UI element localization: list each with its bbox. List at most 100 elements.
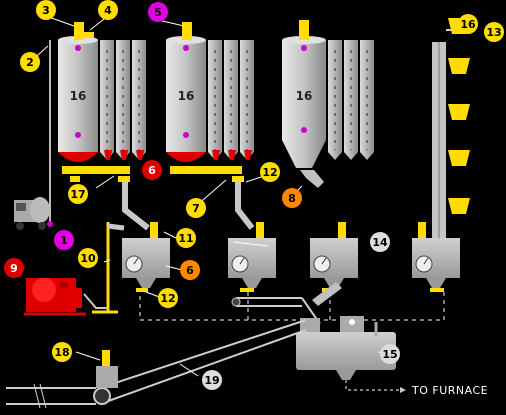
vibrating-feeder <box>312 282 342 306</box>
inclined-belt-conveyor <box>93 319 307 405</box>
callout-number: 10 <box>80 252 96 265</box>
to-furnace-label: TO FURNACE <box>411 384 488 397</box>
silo-3-body <box>282 40 326 168</box>
callout-circle <box>142 160 162 180</box>
callout-number: 19 <box>204 374 219 387</box>
callout-6: 6 <box>180 260 200 280</box>
callout-number: 17 <box>70 188 85 201</box>
compressor-unit <box>24 278 86 316</box>
callout-circle <box>484 22 504 42</box>
callout-16: 16 <box>458 14 478 34</box>
silo-1-level-indicator-top <box>75 45 81 51</box>
callout-circle <box>20 52 40 72</box>
callout-number: 13 <box>486 26 501 39</box>
callout-2: 2 <box>20 52 40 72</box>
callout-number: 6 <box>186 264 194 277</box>
callout-circle <box>176 228 196 248</box>
callout-9: 9 <box>4 258 24 278</box>
callout-number: 2 <box>26 56 34 69</box>
callout-number: 9 <box>10 262 18 275</box>
weigh-hopper-3 <box>310 222 358 292</box>
callout-11: 11 <box>176 228 196 248</box>
callout-13: 13 <box>484 22 504 42</box>
screw-conveyor-2 <box>170 166 255 230</box>
feed-belt-lower <box>6 383 96 409</box>
silo-1-label: 16 <box>70 89 87 103</box>
silo-3-chute <box>300 170 324 188</box>
callout-number: 1 <box>60 234 68 247</box>
callout-3: 3 <box>36 0 56 20</box>
callout-circle <box>458 14 478 34</box>
callout-12: 12 <box>158 288 178 308</box>
tanker-truck <box>14 197 50 230</box>
callout-circle <box>202 370 222 390</box>
callout-circle <box>4 258 24 278</box>
callout-number: 12 <box>262 166 277 179</box>
callout-number: 3 <box>42 4 50 17</box>
callout-number: 15 <box>382 348 397 361</box>
callout-number: 11 <box>178 232 193 245</box>
callout-19: 19 <box>202 370 222 390</box>
callout-circle <box>68 184 88 204</box>
callout-10: 10 <box>78 248 98 268</box>
silo-1-level-indicator-bottom <box>75 132 81 138</box>
silo-2-cone <box>166 152 206 162</box>
callout-number: 14 <box>372 236 388 249</box>
callout-number: 6 <box>148 164 156 177</box>
silo-1-cone <box>58 152 98 162</box>
callout-6: 6 <box>142 160 162 180</box>
silo-2-label: 16 <box>178 89 195 103</box>
dust-collection-line <box>139 292 445 321</box>
silo-bank-3: 16 <box>282 20 374 188</box>
silo-fins-2 <box>208 40 254 160</box>
silo-fins-1 <box>100 40 146 160</box>
callout-4: 4 <box>98 0 118 20</box>
silo-3-dust-collector <box>299 20 309 40</box>
callout-number: 4 <box>104 4 112 17</box>
callout-number: 12 <box>160 292 175 305</box>
callout-circle <box>36 0 56 20</box>
callout-number: 7 <box>192 202 200 215</box>
callout-18: 18 <box>52 342 72 362</box>
callout-number: 8 <box>288 192 296 205</box>
callout-14: 14 <box>370 232 390 252</box>
bucket-elevator <box>432 18 470 242</box>
storage-hopper <box>96 350 118 388</box>
silo-1-dust-collector <box>74 22 84 40</box>
callout-7: 7 <box>186 198 206 218</box>
callout-15: 15 <box>380 344 400 364</box>
callout-number: 5 <box>154 6 162 19</box>
callout-circle <box>260 162 280 182</box>
callout-circle <box>54 230 74 250</box>
silo-bank-1: 16 <box>58 22 146 162</box>
callout-1: 1 <box>54 230 74 250</box>
silo-2-dust-collector <box>182 22 192 40</box>
callout-17: 17 <box>68 184 88 204</box>
weigh-hopper-2 <box>228 222 276 292</box>
callout-circle <box>148 2 168 22</box>
furnace-outlet-line <box>345 380 400 391</box>
silo-bank-2: 16 <box>166 22 254 162</box>
silo-fins-3 <box>328 40 374 160</box>
callout-circle <box>380 344 400 364</box>
callout-circle <box>186 198 206 218</box>
callout-circle <box>370 232 390 252</box>
callout-circle <box>180 260 200 280</box>
callout-circle <box>98 0 118 20</box>
mixer <box>296 316 406 393</box>
callout-5: 5 <box>148 2 168 22</box>
callout-number: 18 <box>54 346 69 359</box>
callout-circle <box>158 288 178 308</box>
callout-12: 12 <box>260 162 280 182</box>
callout-circle <box>52 342 72 362</box>
callout-circle <box>78 248 98 268</box>
callout-circle <box>282 188 302 208</box>
weigh-hopper-4 <box>412 222 460 292</box>
screw-conveyor-1 <box>62 166 150 231</box>
callout-number: 16 <box>460 18 476 31</box>
callout-8: 8 <box>282 188 302 208</box>
silo-3-label: 16 <box>296 89 313 103</box>
